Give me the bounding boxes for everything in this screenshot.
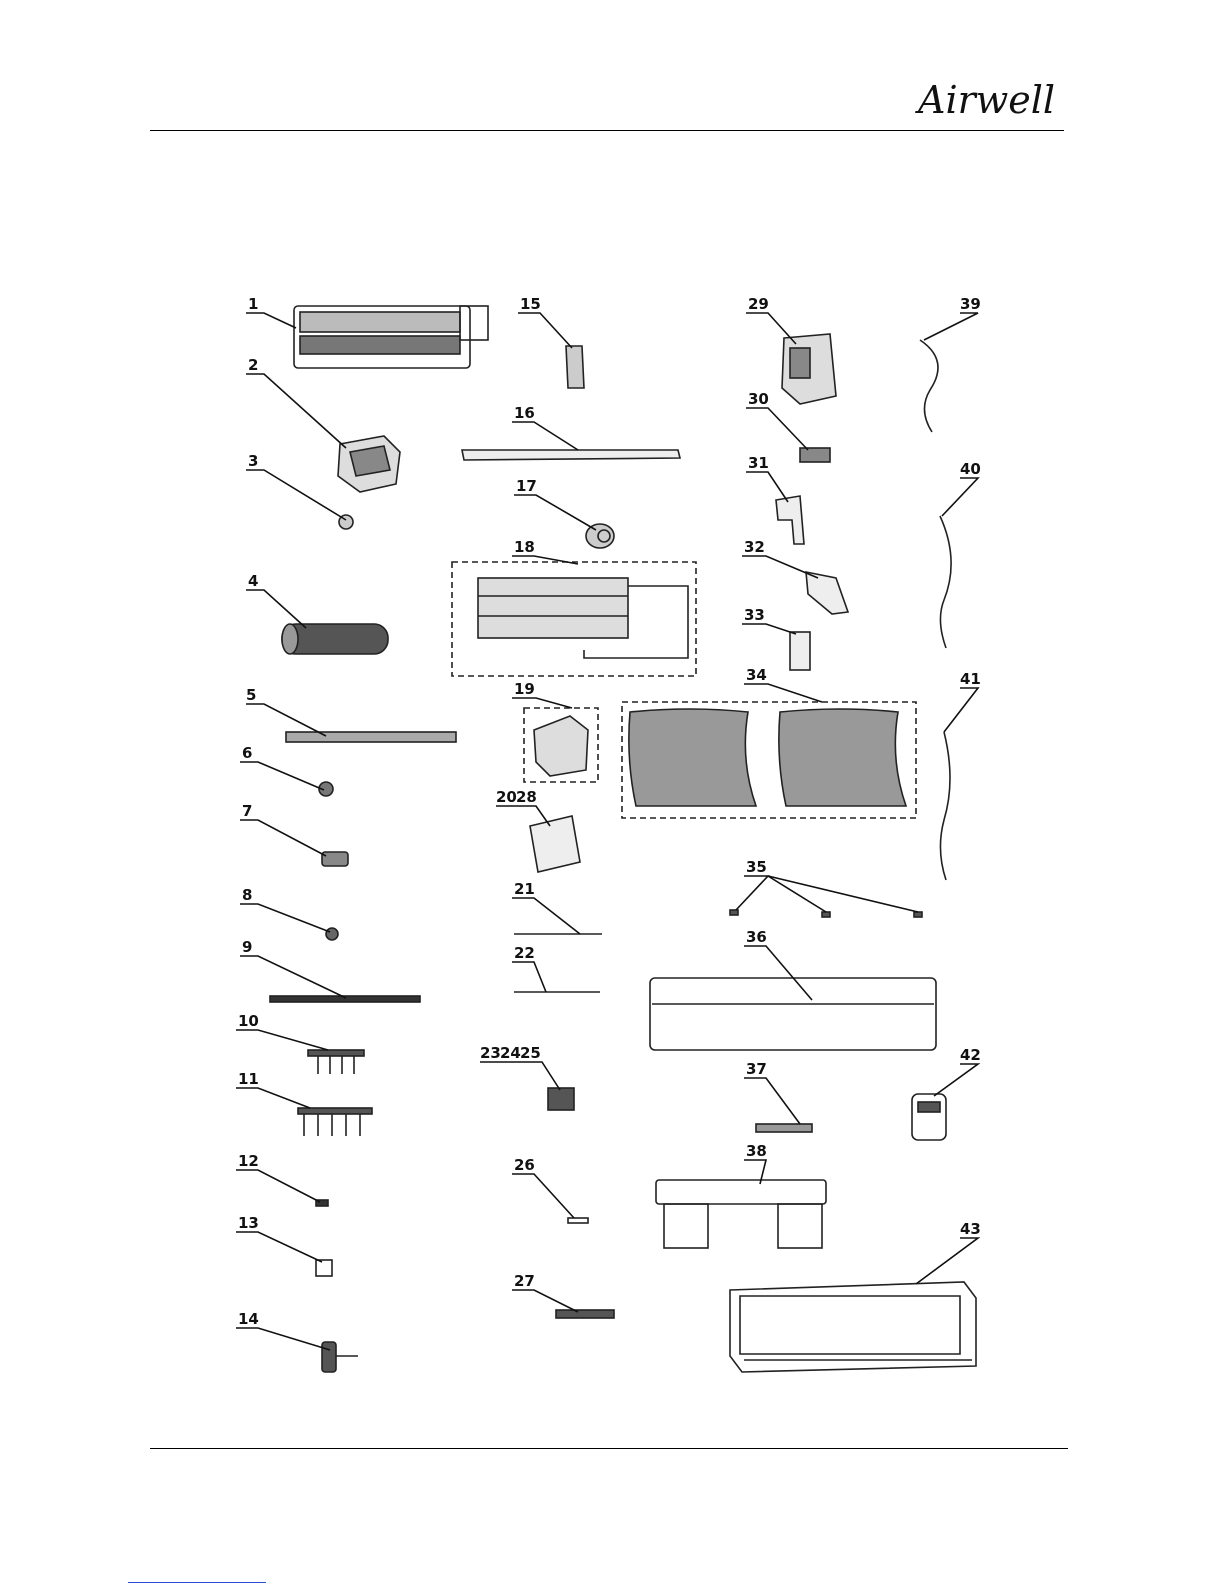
part-10-drawing (308, 1050, 364, 1074)
callout-3: 3 (248, 452, 258, 470)
callout-11: 11 (238, 1070, 259, 1088)
footer-link-underline (128, 1582, 266, 1583)
callout-24: 24 (500, 1044, 521, 1062)
callout-15: 15 (520, 295, 541, 313)
callout-28: 28 (516, 788, 537, 806)
callout-35: 35 (746, 858, 767, 876)
callout-20: 20 (496, 788, 517, 806)
part-37-drawing (756, 1124, 812, 1132)
part-7-drawing (322, 852, 348, 866)
callout-36: 36 (746, 928, 767, 946)
part-29-drawing (782, 334, 836, 404)
part-motor-bracket-drawing (338, 436, 400, 492)
callout-16: 16 (514, 404, 535, 422)
part-43-drawing (730, 1282, 976, 1372)
callout-7: 7 (242, 802, 252, 820)
callout-1: 1 (248, 295, 258, 313)
part-31-drawing (776, 496, 804, 544)
callout-39: 39 (960, 295, 981, 313)
part-chassis-drawing (294, 306, 488, 368)
part-11-drawing (298, 1108, 372, 1136)
part-38-drawing (656, 1180, 826, 1248)
part-40-drawing (940, 516, 951, 648)
callout-14: 14 (238, 1310, 259, 1328)
callout-5: 5 (246, 686, 256, 704)
callout-34: 34 (746, 666, 767, 684)
part-19-drawing (524, 708, 598, 782)
callout-2: 2 (248, 356, 258, 374)
callout-18: 18 (514, 538, 535, 556)
part-crossflow-fan-drawing (282, 624, 388, 654)
callout-41: 41 (960, 670, 981, 688)
callout-32: 32 (744, 538, 765, 556)
callout-31: 31 (748, 454, 769, 472)
part-18-drawing (452, 562, 696, 676)
callout-12: 12 (238, 1152, 259, 1170)
callout-42: 42 (960, 1046, 981, 1064)
callout-33: 33 (744, 606, 765, 624)
part-33-drawing (790, 632, 810, 670)
callout-4: 4 (248, 572, 258, 590)
part-26-drawing (568, 1218, 588, 1223)
callout-10: 10 (238, 1012, 259, 1030)
part-30-drawing (800, 448, 830, 462)
callout-13: 13 (238, 1214, 259, 1232)
part-8-drawing (326, 928, 338, 940)
callout-29: 29 (748, 295, 769, 313)
callout-22: 22 (514, 944, 535, 962)
footer-rule (150, 1448, 1068, 1449)
callout-8: 8 (242, 886, 252, 904)
callout-23: 23 (480, 1044, 501, 1062)
callout-37: 37 (746, 1060, 767, 1078)
callout-26: 26 (514, 1156, 535, 1174)
part-16-drawing (462, 450, 680, 460)
callout-21: 21 (514, 880, 535, 898)
part-34-drawing (622, 702, 916, 818)
part-23-24-25-drawing (548, 1088, 574, 1110)
callout-19: 19 (514, 680, 535, 698)
callout-40: 40 (960, 460, 981, 478)
callout-25: 25 (520, 1044, 541, 1062)
part-20-28-drawing (530, 816, 580, 872)
part-15-drawing (566, 346, 584, 388)
part-42-drawing (912, 1094, 946, 1140)
callout-17: 17 (516, 477, 537, 495)
callout-30: 30 (748, 390, 769, 408)
part-36-drawing (650, 978, 936, 1050)
callout-38: 38 (746, 1142, 767, 1160)
callout-9: 9 (242, 938, 252, 956)
part-39-drawing (920, 340, 938, 432)
callout-6: 6 (242, 744, 252, 762)
callout-27: 27 (514, 1272, 535, 1290)
callout-43: 43 (960, 1220, 981, 1238)
part-plate-drawing (286, 732, 456, 742)
part-13-drawing (316, 1260, 332, 1276)
part-27-drawing (556, 1310, 614, 1318)
part-17-drawing (586, 524, 614, 548)
part-41-drawing (940, 732, 950, 880)
part-14-drawing (322, 1342, 358, 1372)
part-35-drawing (730, 910, 922, 917)
part-32-drawing (806, 572, 848, 614)
